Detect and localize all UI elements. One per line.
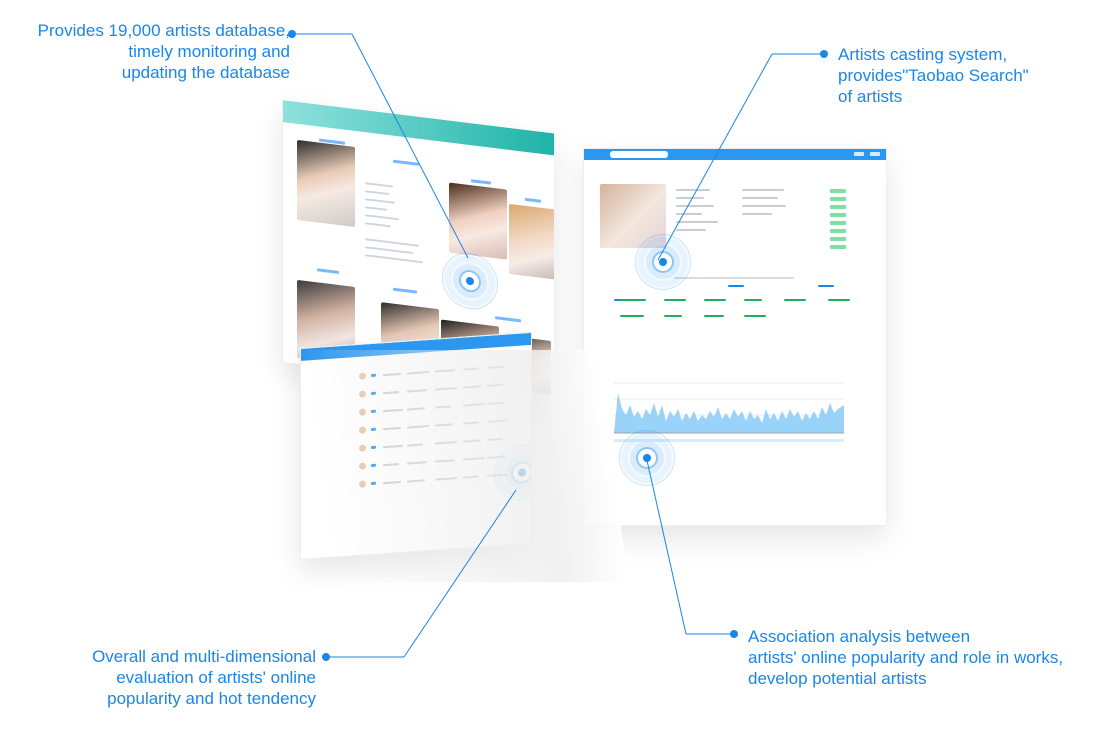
profile-text-line — [742, 189, 784, 191]
artist-photo — [449, 182, 507, 260]
callout-evaluation: Overall and multi-dimensional evaluation… — [20, 646, 316, 709]
card-label — [317, 268, 339, 274]
endpoint-dot-icon — [730, 630, 738, 638]
target-dot — [466, 276, 474, 286]
callout-line: Overall and multi-dimensional — [92, 647, 316, 666]
status-badge — [830, 229, 846, 233]
stat-value-green — [704, 299, 726, 301]
callout-line: provides"Taobao Search" — [838, 66, 1029, 85]
card-text-line — [365, 190, 389, 196]
profile-text-line — [676, 205, 714, 207]
callout-line: Association analysis between — [748, 627, 971, 646]
callout-line: Artists casting system, — [838, 45, 1008, 64]
stat-value-green — [744, 315, 766, 317]
stat-value-green — [664, 299, 686, 301]
stat-value-green — [664, 315, 682, 317]
card-label — [393, 287, 417, 294]
stat-value — [728, 285, 744, 287]
zoom-bar[interactable] — [614, 439, 844, 442]
card-label — [525, 197, 541, 203]
stats-divider — [674, 277, 794, 279]
stat-value — [818, 285, 834, 287]
target-dot — [659, 258, 667, 266]
stat-value-green — [784, 299, 806, 301]
reflection-fold — [300, 350, 629, 582]
profile-text-line — [676, 229, 706, 231]
card-label — [471, 179, 491, 185]
profile-text-line — [742, 205, 786, 207]
profile-text-line — [676, 197, 704, 199]
card-text-line — [365, 254, 423, 264]
stat-value-green — [620, 315, 644, 317]
profile-text-line — [676, 213, 702, 215]
card-label — [393, 159, 419, 166]
callout-line: updating the database — [121, 63, 290, 82]
stat-value-green — [744, 299, 762, 301]
topbar-button[interactable] — [854, 152, 864, 156]
endpoint-dot-icon — [322, 653, 330, 661]
target-dot — [643, 454, 651, 462]
callout-line: artists' online popularity and role in w… — [748, 648, 1064, 667]
search-input[interactable] — [610, 151, 668, 158]
target-icon — [620, 431, 674, 485]
topbar-button[interactable] — [870, 152, 880, 156]
status-badge — [830, 189, 846, 193]
status-badge — [830, 197, 846, 201]
stat-value-green — [828, 299, 850, 301]
card-text-line — [365, 246, 413, 255]
profile-text-line — [676, 189, 710, 191]
callout-casting: Artists casting system, provides"Taobao … — [838, 44, 1088, 107]
callout-database: Provides 19,000 artists database, timely… — [8, 20, 290, 83]
card-text-line — [365, 198, 395, 204]
status-badge — [830, 213, 846, 217]
target-icon — [636, 235, 690, 289]
card-label — [495, 316, 521, 323]
stat-value-green — [620, 299, 646, 301]
status-badge — [830, 205, 846, 209]
status-badge — [830, 245, 846, 249]
popularity-area — [614, 393, 844, 433]
callout-association: Association analysis between artists' on… — [748, 626, 1088, 689]
callout-line: popularity and hot tendency — [107, 689, 316, 708]
profile-text-line — [742, 213, 772, 215]
card-text-line — [365, 238, 419, 247]
status-badge — [830, 221, 846, 225]
card-text-line — [365, 206, 387, 211]
profile-text-line — [742, 197, 778, 199]
stat-value-green — [704, 315, 724, 317]
card-text-line — [365, 214, 399, 221]
status-badge — [830, 237, 846, 241]
card-text-line — [365, 182, 393, 188]
endpoint-dot-icon — [820, 50, 828, 58]
callout-line: of artists — [838, 87, 903, 106]
callout-line: timely monitoring and — [128, 42, 290, 61]
callout-line: evaluation of artists' online — [116, 668, 316, 687]
artist-photo — [297, 139, 355, 227]
artist-photo — [509, 203, 554, 280]
profile-text-line — [676, 221, 718, 223]
artist-profile-panel — [583, 148, 887, 526]
card-text-line — [365, 222, 391, 228]
callout-line: Provides 19,000 artists database, — [37, 21, 290, 40]
callout-line: develop potential artists — [748, 669, 927, 688]
